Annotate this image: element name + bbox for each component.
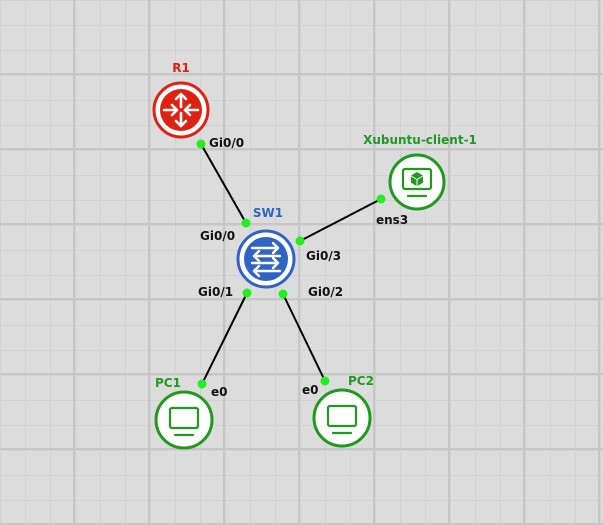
node-pc2[interactable]: PC2 bbox=[312, 374, 374, 448]
switch-icon bbox=[236, 229, 296, 289]
port-dot-xubuntu-ens3[interactable] bbox=[376, 194, 386, 204]
port-label-sw1-gi0-3: Gi0/3 bbox=[306, 249, 341, 263]
node-sw1[interactable]: SW1 bbox=[236, 206, 296, 289]
node-label-pc2: PC2 bbox=[348, 374, 374, 388]
link-sw1-pc2[interactable] bbox=[278, 289, 330, 386]
port-label-sw1-gi0-1: Gi0/1 bbox=[198, 285, 233, 299]
port-label-sw1-gi0-2: Gi0/2 bbox=[308, 285, 343, 299]
vm-console-icon bbox=[388, 153, 446, 211]
port-label-pc1-e0: e0 bbox=[211, 385, 228, 399]
port-label-xubuntu-ens3: ens3 bbox=[376, 213, 408, 227]
port-label-sw1-gi0-0: Gi0/0 bbox=[200, 229, 235, 243]
port-label-pc2-e0: e0 bbox=[302, 383, 319, 397]
link-r1-sw1[interactable] bbox=[196, 139, 251, 228]
link-sw1-xubuntu[interactable] bbox=[295, 194, 386, 246]
port-dot-sw1-gi0-1[interactable] bbox=[242, 288, 252, 298]
node-label-sw1: SW1 bbox=[253, 206, 283, 220]
vpcs-icon bbox=[312, 388, 372, 448]
port-dot-r1-gi0-0[interactable] bbox=[196, 139, 206, 149]
node-xubuntu-client-1[interactable]: Xubuntu-client-1 bbox=[363, 133, 477, 211]
node-label-xubuntu-client-1: Xubuntu-client-1 bbox=[363, 133, 477, 147]
link-sw1-pc1[interactable] bbox=[197, 288, 252, 389]
node-label-pc1: PC1 bbox=[155, 376, 181, 390]
port-dot-sw1-gi0-3[interactable] bbox=[295, 236, 305, 246]
node-r1[interactable]: R1 bbox=[152, 61, 210, 139]
port-dot-pc1-e0[interactable] bbox=[197, 379, 207, 389]
port-dot-sw1-gi0-0[interactable] bbox=[241, 218, 251, 228]
port-label-r1-gi0-0: Gi0/0 bbox=[209, 136, 244, 150]
node-label-r1: R1 bbox=[172, 61, 190, 75]
vpcs-icon bbox=[154, 390, 214, 450]
node-pc1[interactable]: PC1 bbox=[154, 376, 214, 450]
port-dot-pc2-e0[interactable] bbox=[320, 376, 330, 386]
port-dot-sw1-gi0-2[interactable] bbox=[278, 289, 288, 299]
router-icon bbox=[152, 81, 210, 139]
